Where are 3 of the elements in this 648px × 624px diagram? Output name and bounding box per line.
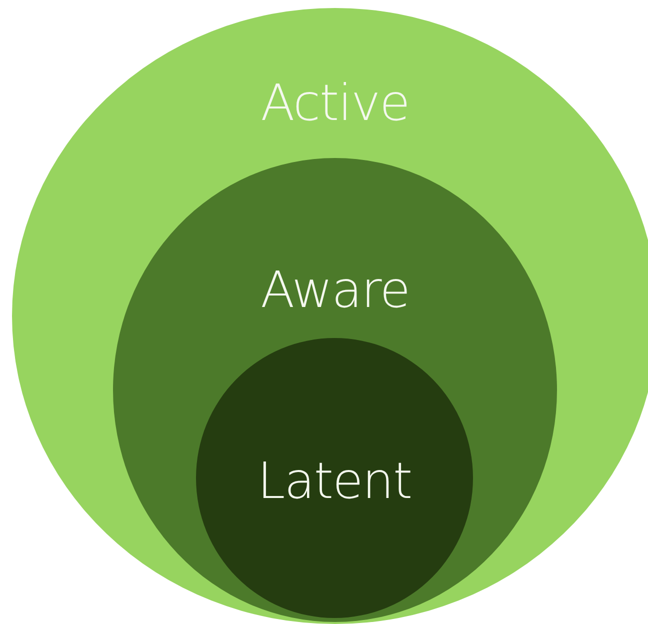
region-label: Aware xyxy=(260,260,410,320)
region-label: Active xyxy=(260,73,410,133)
region-label: Latent xyxy=(256,451,413,511)
